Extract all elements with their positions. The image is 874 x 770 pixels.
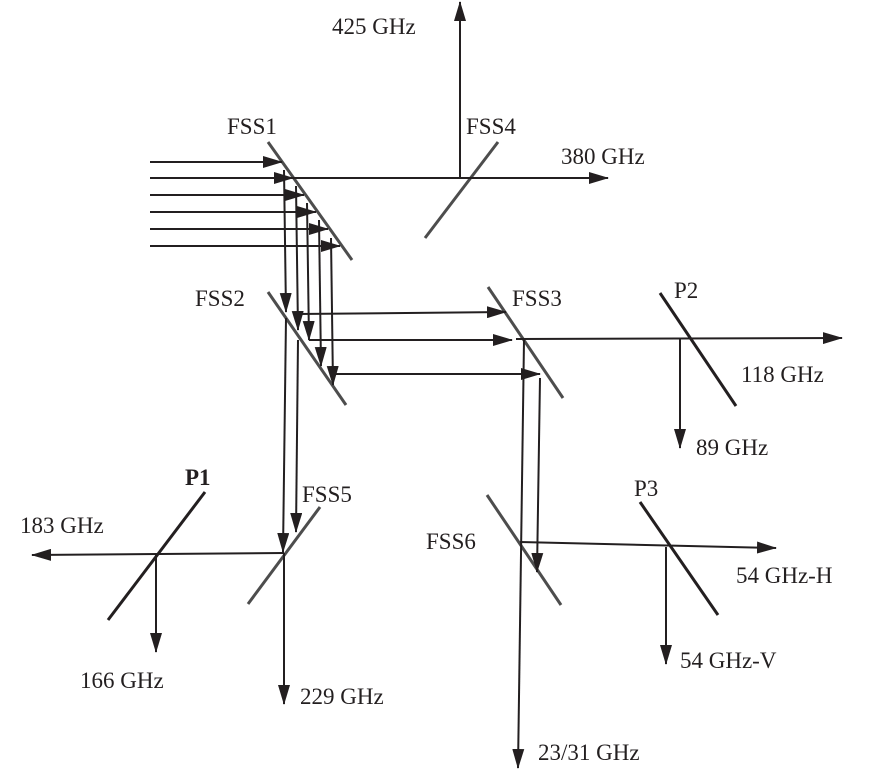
label-166ghz: 166 GHz <box>80 668 164 693</box>
label-380ghz: 380 GHz <box>561 144 645 169</box>
fss2-plate <box>266 291 348 406</box>
labels: FSS1 FSS4 FSS2 FSS3 FSS5 FSS6 P1 P2 P3 4… <box>20 14 832 765</box>
fss4-branch <box>290 1 609 184</box>
ray-fss2-to-fss5-2 <box>290 339 303 533</box>
ray-fss3-to-fss6 <box>531 377 544 573</box>
label-89ghz: 89 GHz <box>696 435 768 460</box>
label-fss6: FSS6 <box>426 529 476 554</box>
ray-fss2-to-fss5-1 <box>277 317 290 553</box>
label-fss4: FSS4 <box>466 114 516 139</box>
ray-fss5-to-183 <box>31 548 285 561</box>
fss5-branch <box>31 317 303 705</box>
reflect-4 <box>314 219 327 367</box>
reflect-5 <box>326 237 339 386</box>
ray-fss2-fss3-1 <box>297 306 507 319</box>
reflect-2 <box>291 185 304 331</box>
label-183ghz: 183 GHz <box>20 513 104 538</box>
fss2-to-fss3 <box>297 306 541 380</box>
reflect-3 <box>302 202 315 341</box>
label-fss1: FSS1 <box>227 114 277 139</box>
reflect-1 <box>279 169 292 313</box>
label-118ghz: 118 GHz <box>741 362 824 387</box>
label-fss3: FSS3 <box>512 286 562 311</box>
fss4-plate <box>423 141 500 239</box>
p2-branch <box>515 332 843 449</box>
fss6-branch <box>512 339 777 769</box>
label-p1: P1 <box>185 465 211 490</box>
label-229ghz: 229 GHz <box>300 684 384 709</box>
label-425ghz: 425 GHz <box>332 14 416 39</box>
p2-plate <box>658 292 738 407</box>
label-54ghz-v: 54 GHz-V <box>680 648 777 673</box>
splitters <box>106 141 738 621</box>
ray-fss6-to-54h <box>519 541 777 554</box>
fss3-plate <box>486 286 565 399</box>
label-54ghz-h: 54 GHz-H <box>736 563 832 588</box>
ray-fss3-to-fss6-long <box>512 339 525 769</box>
p3-plate <box>638 501 720 616</box>
label-fss2: FSS2 <box>195 286 245 311</box>
label-23-31ghz: 23/31 GHz <box>538 740 640 765</box>
label-p2: P2 <box>674 278 698 303</box>
fss6-plate <box>485 494 563 606</box>
label-p3: P3 <box>634 476 658 501</box>
fss1-reflections <box>279 169 339 386</box>
label-fss5: FSS5 <box>302 482 352 507</box>
fss1-plate <box>266 141 354 261</box>
